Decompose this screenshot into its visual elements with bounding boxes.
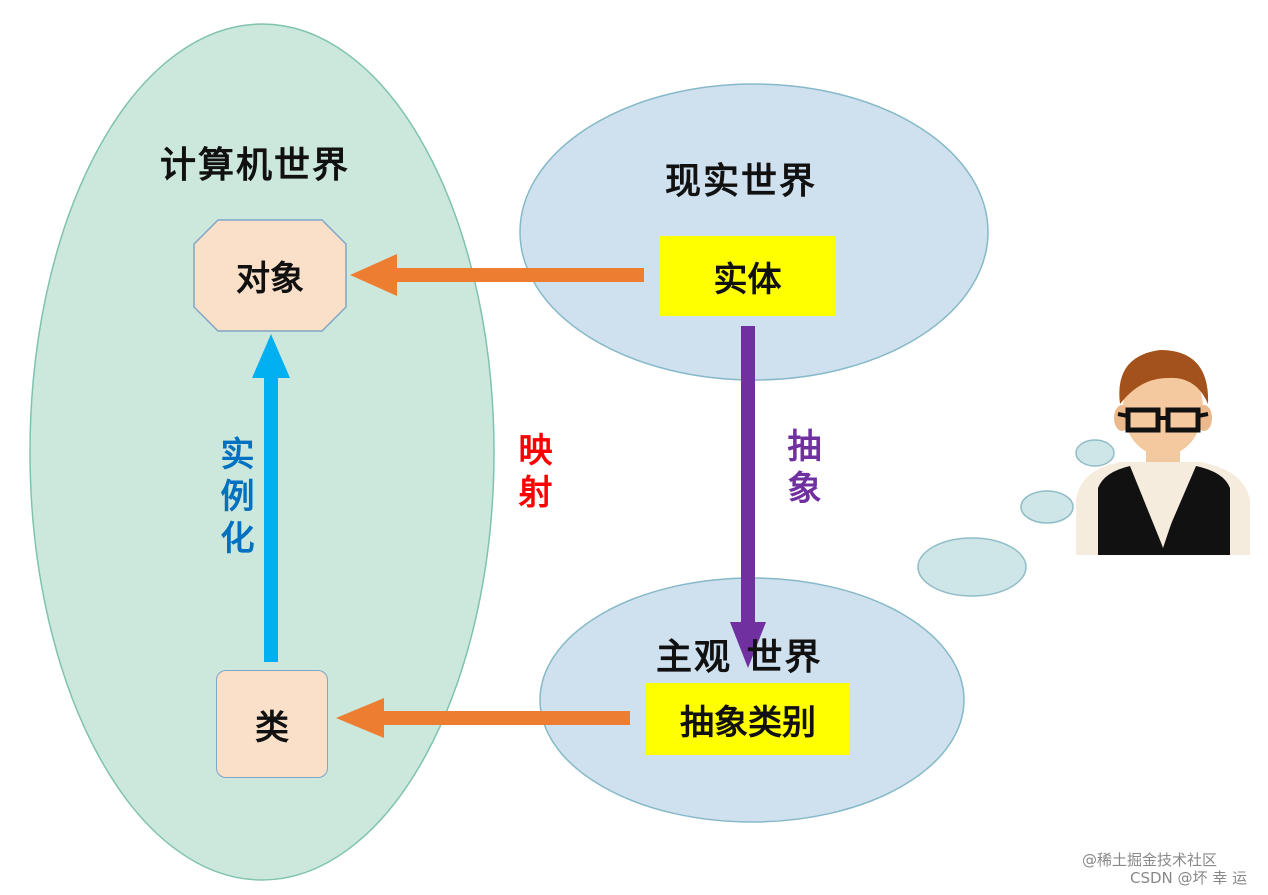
abstract-label: 抽象: [781, 428, 821, 512]
instantiate-label: 实例化: [214, 436, 254, 562]
entity-node: 实体: [660, 236, 835, 316]
abstract-arrow: [730, 326, 766, 668]
mapping-label: 映射: [512, 432, 552, 516]
instantiate-arrow: [252, 334, 290, 662]
computer-world-title: 计算机世界: [160, 145, 351, 186]
object-node-label: 对象: [236, 259, 304, 299]
thought-bubble-large: [917, 537, 1027, 597]
real-world-title: 现实世界: [665, 161, 818, 202]
mapping-arrow-bottom: [336, 698, 630, 738]
mapping-arrow-top: [350, 254, 644, 296]
class-node: 类: [216, 670, 328, 778]
thinking-person-icon: [1076, 350, 1250, 555]
watermark-line1: @稀土掘金技术社区: [1082, 851, 1218, 869]
abstract-category-node: 抽象类别: [646, 683, 850, 755]
thought-bubble-medium: [1020, 490, 1074, 524]
thought-bubble-small: [1075, 439, 1115, 467]
watermark-line2: CSDN @坏 幸 运: [1130, 869, 1248, 887]
object-node: [193, 219, 347, 332]
computer-world-region: [29, 23, 495, 881]
subjective-world-title: 主观 世界: [656, 637, 823, 678]
